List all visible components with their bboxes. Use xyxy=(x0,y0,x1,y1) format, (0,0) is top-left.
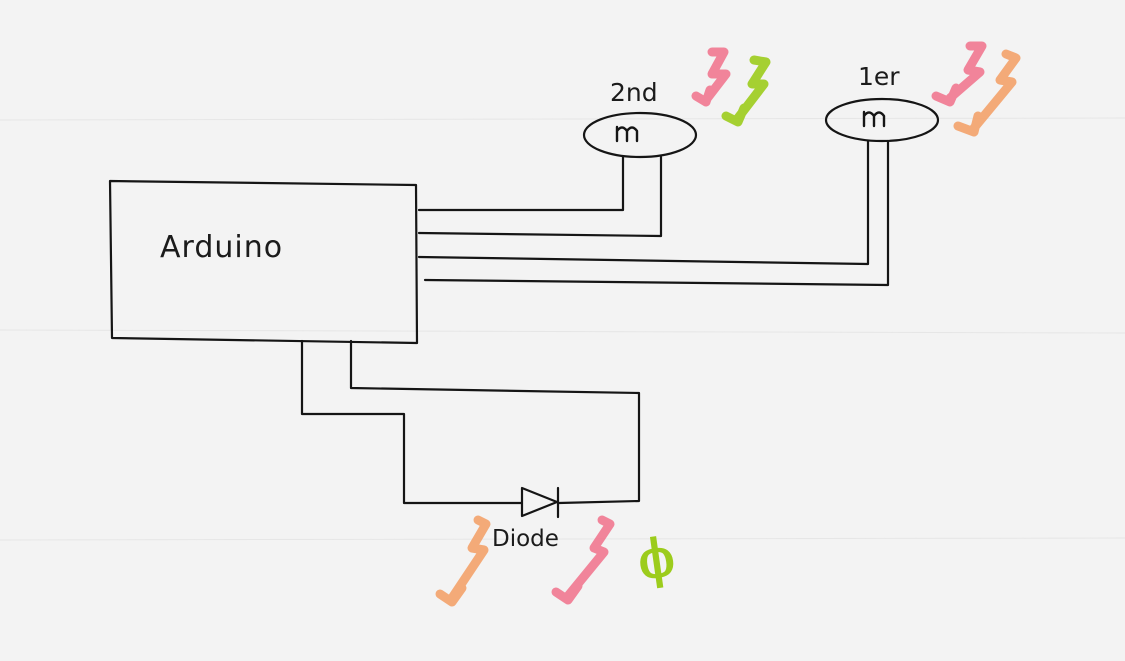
sensor-wires xyxy=(417,139,890,287)
diode-label: Diode xyxy=(492,526,559,552)
sensor-1er-label: 1er xyxy=(858,62,900,91)
lightning-arrow-icon xyxy=(931,41,1021,137)
lightning-arrow-icon xyxy=(691,47,771,127)
wire-1er-a xyxy=(417,139,870,266)
wire-loop-right xyxy=(349,339,641,505)
photoresistor-icon xyxy=(615,125,639,143)
diode-loop xyxy=(300,339,641,505)
sensor-1er xyxy=(824,97,940,143)
null-symbol-icon: ϕ xyxy=(635,527,678,591)
arduino-box xyxy=(108,179,419,345)
wire-2nd-a xyxy=(417,155,625,212)
photoresistor-icon xyxy=(862,110,886,128)
diode-icon xyxy=(520,486,560,519)
wire-loop-left xyxy=(300,339,524,505)
wire-1er-b xyxy=(423,139,890,287)
wire-2nd-b xyxy=(417,155,663,238)
lightning-arrow-icon xyxy=(435,515,615,607)
arduino-label: Arduino xyxy=(160,230,283,265)
sensor-2nd xyxy=(582,111,698,159)
sensor-2nd-label: 2nd xyxy=(610,78,658,107)
